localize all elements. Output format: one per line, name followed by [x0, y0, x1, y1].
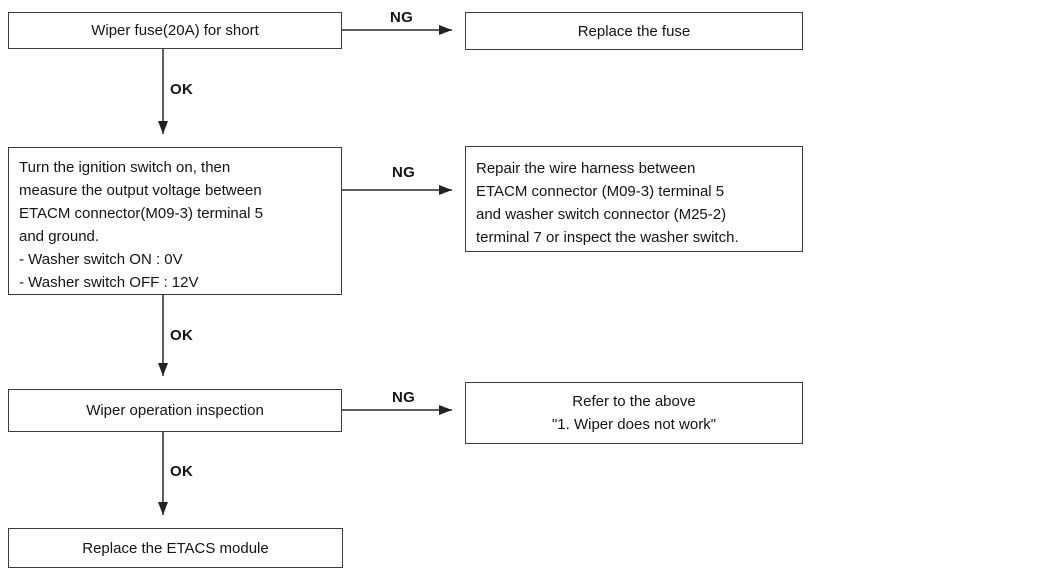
- flow-node-refer-above-line: Refer to the above: [572, 393, 696, 410]
- flow-node-replace-etacs: Replace the ETACS module: [8, 528, 343, 568]
- flow-node-check-fuse-text: Wiper fuse(20A) for short: [91, 22, 259, 39]
- flow-node-repair-harness-line: Repair the wire harness between: [476, 160, 696, 177]
- flow-node-refer-above-line: "1. Wiper does not work": [551, 416, 717, 433]
- flow-node-voltage-check: Turn the ignition switch on, then measur…: [8, 147, 342, 295]
- flow-node-replace-fuse: Replace the fuse: [465, 12, 803, 50]
- flow-node-replace-fuse-text: Replace the fuse: [577, 22, 691, 40]
- flow-node-voltage-check-line: and ground.: [19, 228, 100, 245]
- flow-node-voltage-check-line: measure the output voltage between: [19, 182, 262, 199]
- edge-label-ng-3: NG: [392, 389, 416, 406]
- edge-label-ng-1: NG: [390, 9, 414, 26]
- flow-node-repair-harness-line: ETACM connector (M09-3) terminal 5: [476, 183, 725, 200]
- flow-node-voltage-check-line: - Washer switch OFF : 12V: [19, 274, 199, 291]
- edge-label-ok-1: OK: [170, 81, 194, 98]
- flow-node-refer-above: Refer to the above "1. Wiper does not wo…: [465, 382, 803, 444]
- flow-node-repair-harness-line: terminal 7 or inspect the washer switch.: [476, 229, 739, 246]
- edge-label-ok-2: OK: [170, 327, 194, 344]
- flow-node-repair-harness-line: and washer switch connector (M25-2): [476, 206, 727, 223]
- flow-node-check-fuse: Wiper fuse(20A) for short: [8, 12, 342, 49]
- edge-label-ng-2: NG: [392, 164, 416, 181]
- flow-node-voltage-check-line: ETACM connector(M09-3) terminal 5: [19, 205, 263, 222]
- flow-node-replace-etacs-text: Replace the ETACS module: [82, 539, 269, 557]
- flow-node-voltage-check-line: - Washer switch ON : 0V: [19, 251, 183, 268]
- flow-node-voltage-check-line: Turn the ignition switch on, then: [19, 159, 231, 176]
- flow-node-wiper-inspection-text: Wiper operation inspection: [86, 402, 264, 419]
- edge-label-ok-3: OK: [170, 463, 194, 480]
- flow-node-repair-harness: Repair the wire harness between ETACM co…: [465, 146, 803, 252]
- flow-node-wiper-inspection: Wiper operation inspection: [8, 389, 342, 432]
